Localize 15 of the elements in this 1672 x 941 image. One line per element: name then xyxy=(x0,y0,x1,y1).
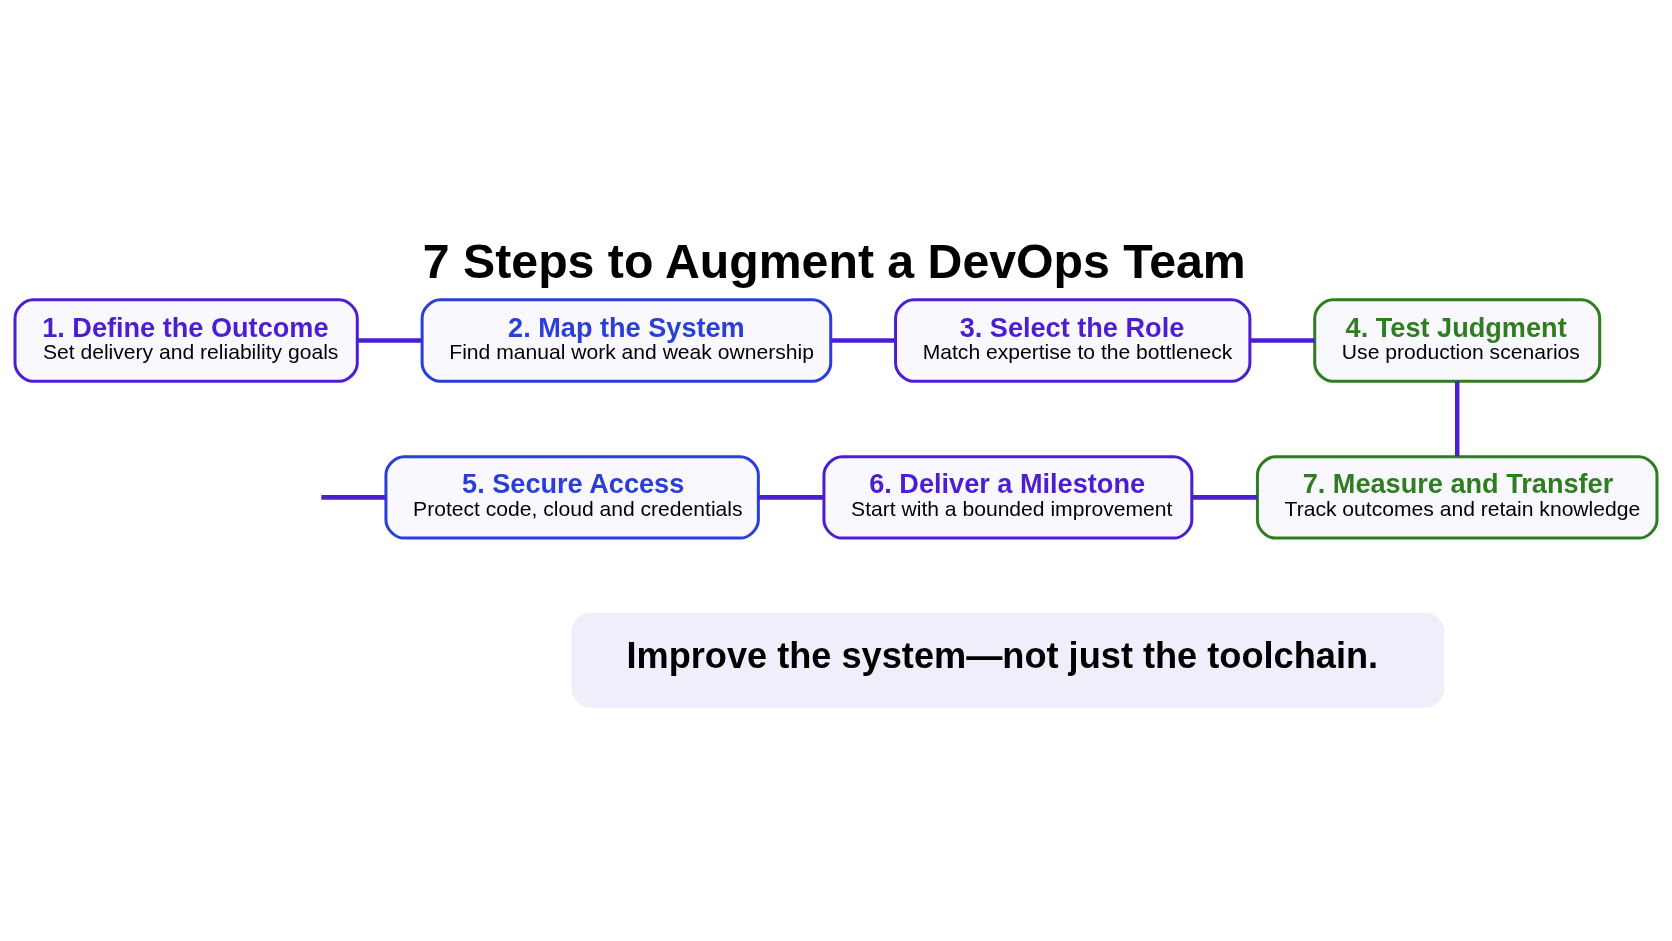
connector xyxy=(1454,380,1460,456)
connector xyxy=(357,337,422,343)
connector xyxy=(1249,337,1315,343)
connector xyxy=(1192,494,1258,500)
node-box: 1. Define the Outcome Set delivery and reliability goals xyxy=(13,297,359,383)
node-box: 2. Map the System Find manual work and weak ownership xyxy=(420,297,833,383)
node-box: 3. Select the Role Match expertise to the bottleneck xyxy=(894,297,1252,383)
node-box: 5. Secure Access Protect code, cloud and credentials xyxy=(384,454,760,540)
connector xyxy=(830,337,896,343)
diagram-title: 7 Steps to Augment a DevOps Team xyxy=(422,233,1246,288)
node-box: 7. Measure and Transfer Track outcomes and retain knowledge xyxy=(1255,454,1659,540)
node-box: 6. Deliver a Milestone Start with a bounded improvement xyxy=(822,454,1194,540)
connector xyxy=(321,494,386,500)
node-box: 4. Test Judgment Use production scenarios xyxy=(1313,297,1602,383)
connector xyxy=(758,494,824,500)
